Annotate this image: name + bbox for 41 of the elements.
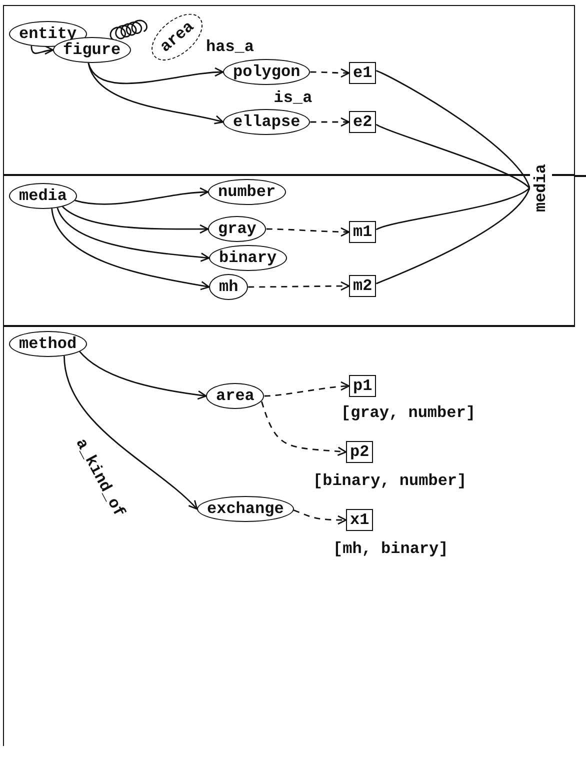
ellipse-node: mh xyxy=(209,274,248,300)
box-node: p1 xyxy=(349,375,376,397)
edge-label: is_a xyxy=(272,89,314,107)
arrow xyxy=(62,206,209,234)
ellipse-node: exchange xyxy=(197,496,294,522)
ellipse-node: media xyxy=(9,183,78,209)
ellipse-node: method xyxy=(9,331,87,357)
annotation-text: [binary, number] xyxy=(313,471,467,491)
box-node: e2 xyxy=(349,111,376,133)
arrow xyxy=(30,46,54,56)
ellipse-node: gray xyxy=(208,216,266,242)
coil-line xyxy=(110,20,148,41)
ellipse-node: number xyxy=(208,179,286,205)
arrow xyxy=(264,382,350,397)
ellipse-node: polygon xyxy=(223,59,310,85)
connector-line xyxy=(376,186,530,230)
annotation-text: [gray, number] xyxy=(341,403,476,423)
connector-line xyxy=(376,124,530,190)
arrow xyxy=(310,68,350,78)
arrow xyxy=(266,227,350,237)
arrow xyxy=(261,401,347,456)
annotation-text: [mh, binary] xyxy=(333,539,448,559)
arrow xyxy=(248,281,350,291)
box-node: p2 xyxy=(346,441,374,463)
arrow xyxy=(56,207,210,262)
connector-line xyxy=(376,186,531,284)
box-node: x1 xyxy=(346,509,374,531)
box-node: e1 xyxy=(349,62,376,84)
ellipse-node: binary xyxy=(209,245,287,271)
arrow xyxy=(51,208,210,290)
arrow xyxy=(88,62,224,84)
arrow xyxy=(79,350,207,400)
arrow xyxy=(293,509,347,525)
ellipse-node: area xyxy=(206,383,264,409)
box-node: m1 xyxy=(349,221,376,243)
box-node: m2 xyxy=(349,275,376,297)
arrow xyxy=(88,62,224,125)
ellipse-node: ellapse xyxy=(223,109,310,135)
arrow xyxy=(74,188,209,205)
arrow xyxy=(310,117,350,127)
arrow xyxy=(64,356,198,510)
